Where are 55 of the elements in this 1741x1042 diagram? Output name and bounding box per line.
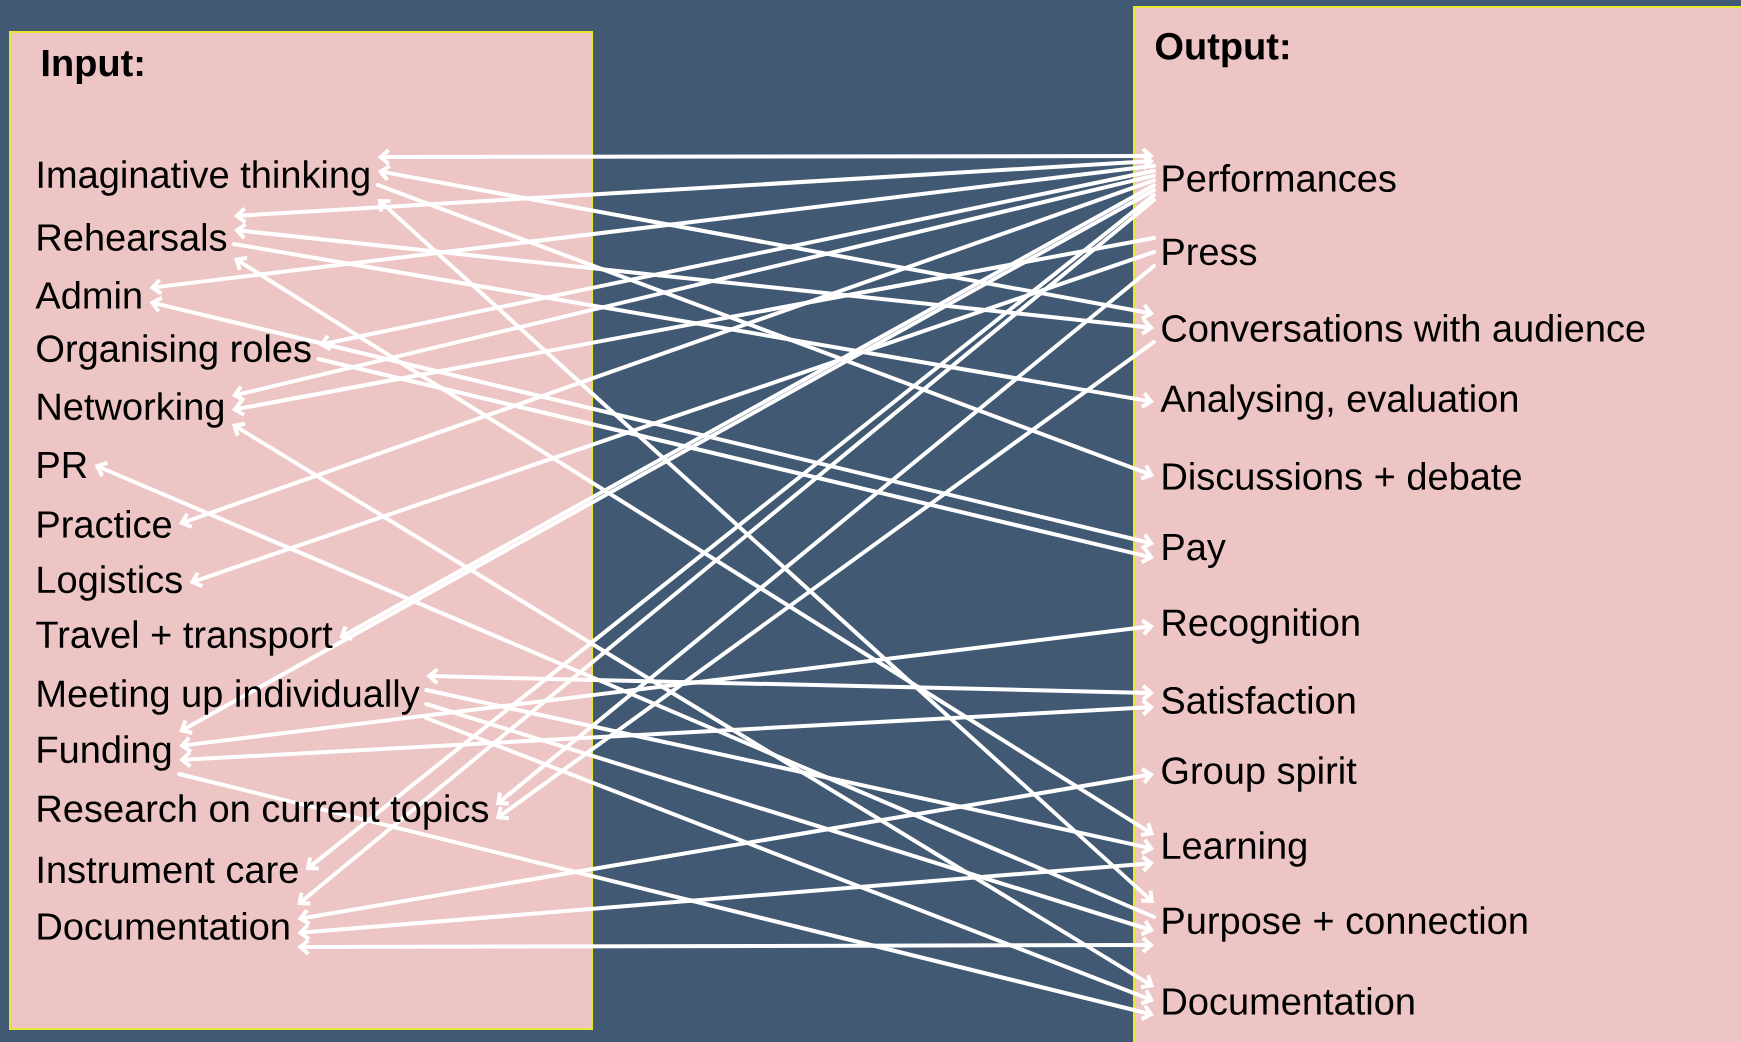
- arrow: [234, 222, 1154, 336]
- arrow: [495, 340, 1156, 821]
- node-text: Instrument care: [38, 856, 298, 884]
- node-text: Learning: [1163, 831, 1306, 867]
- arrow: [375, 183, 1154, 481]
- arrow: [316, 357, 1154, 564]
- node-text: PR: [38, 451, 87, 479]
- node-text: Pay: [1163, 534, 1226, 568]
- arrow: [179, 178, 1156, 529]
- arrow: [297, 855, 1154, 941]
- node-text: Performances: [1163, 164, 1396, 192]
- arrow: [177, 772, 1154, 1021]
- node-text: Imaginative thinking: [38, 160, 369, 196]
- node-text: Purpose + connection: [1163, 906, 1527, 942]
- arrow: [424, 702, 1154, 937]
- arrow: [179, 618, 1154, 754]
- node-text: Admin: [35, 281, 141, 309]
- node-text: Travel + transport: [36, 620, 333, 656]
- arrow: [297, 767, 1154, 926]
- node-text: Networking: [38, 392, 223, 428]
- arrow: [424, 716, 1154, 1006]
- node-text: Meeting up individually: [38, 679, 420, 715]
- arrow: [495, 264, 1156, 806]
- arrow: [149, 163, 1156, 296]
- node-text: Rehearsals: [38, 223, 227, 251]
- arrow: [149, 296, 1154, 550]
- node-text: Satisfaction: [1162, 686, 1355, 714]
- node-text: Funding: [38, 735, 171, 771]
- arrow: [179, 188, 1156, 735]
- arrow: [424, 688, 1154, 856]
- arrow: [297, 936, 1154, 956]
- arrow: [377, 164, 1154, 321]
- arrow: [339, 183, 1156, 641]
- node-text: Practice: [38, 510, 171, 538]
- arrow: [94, 461, 1156, 919]
- node-text: Documentation: [38, 912, 289, 940]
- node-text: Research on current topics: [38, 794, 489, 830]
- node-text: Group spirit: [1162, 756, 1357, 792]
- node-text: Discussions + debate: [1163, 462, 1521, 490]
- node-text: Press: [1163, 238, 1257, 266]
- arrow: [231, 173, 1156, 402]
- arrow: [189, 250, 1156, 588]
- arrow: [318, 168, 1156, 352]
- node-text: Documentation: [1163, 987, 1414, 1015]
- node-text: Conversations with audience: [1162, 314, 1645, 342]
- arrow: [234, 255, 1154, 838]
- node-text: Recognition: [1163, 608, 1359, 644]
- arrow: [231, 421, 1154, 990]
- arrow: [234, 153, 1154, 224]
- node-text: Analysing, evaluation: [1160, 384, 1517, 420]
- arrow: [179, 699, 1154, 768]
- arrow: [377, 147, 1154, 166]
- node-text: Organising roles: [37, 334, 311, 370]
- arrow: [426, 667, 1154, 702]
- node-text: Logistics: [38, 565, 182, 601]
